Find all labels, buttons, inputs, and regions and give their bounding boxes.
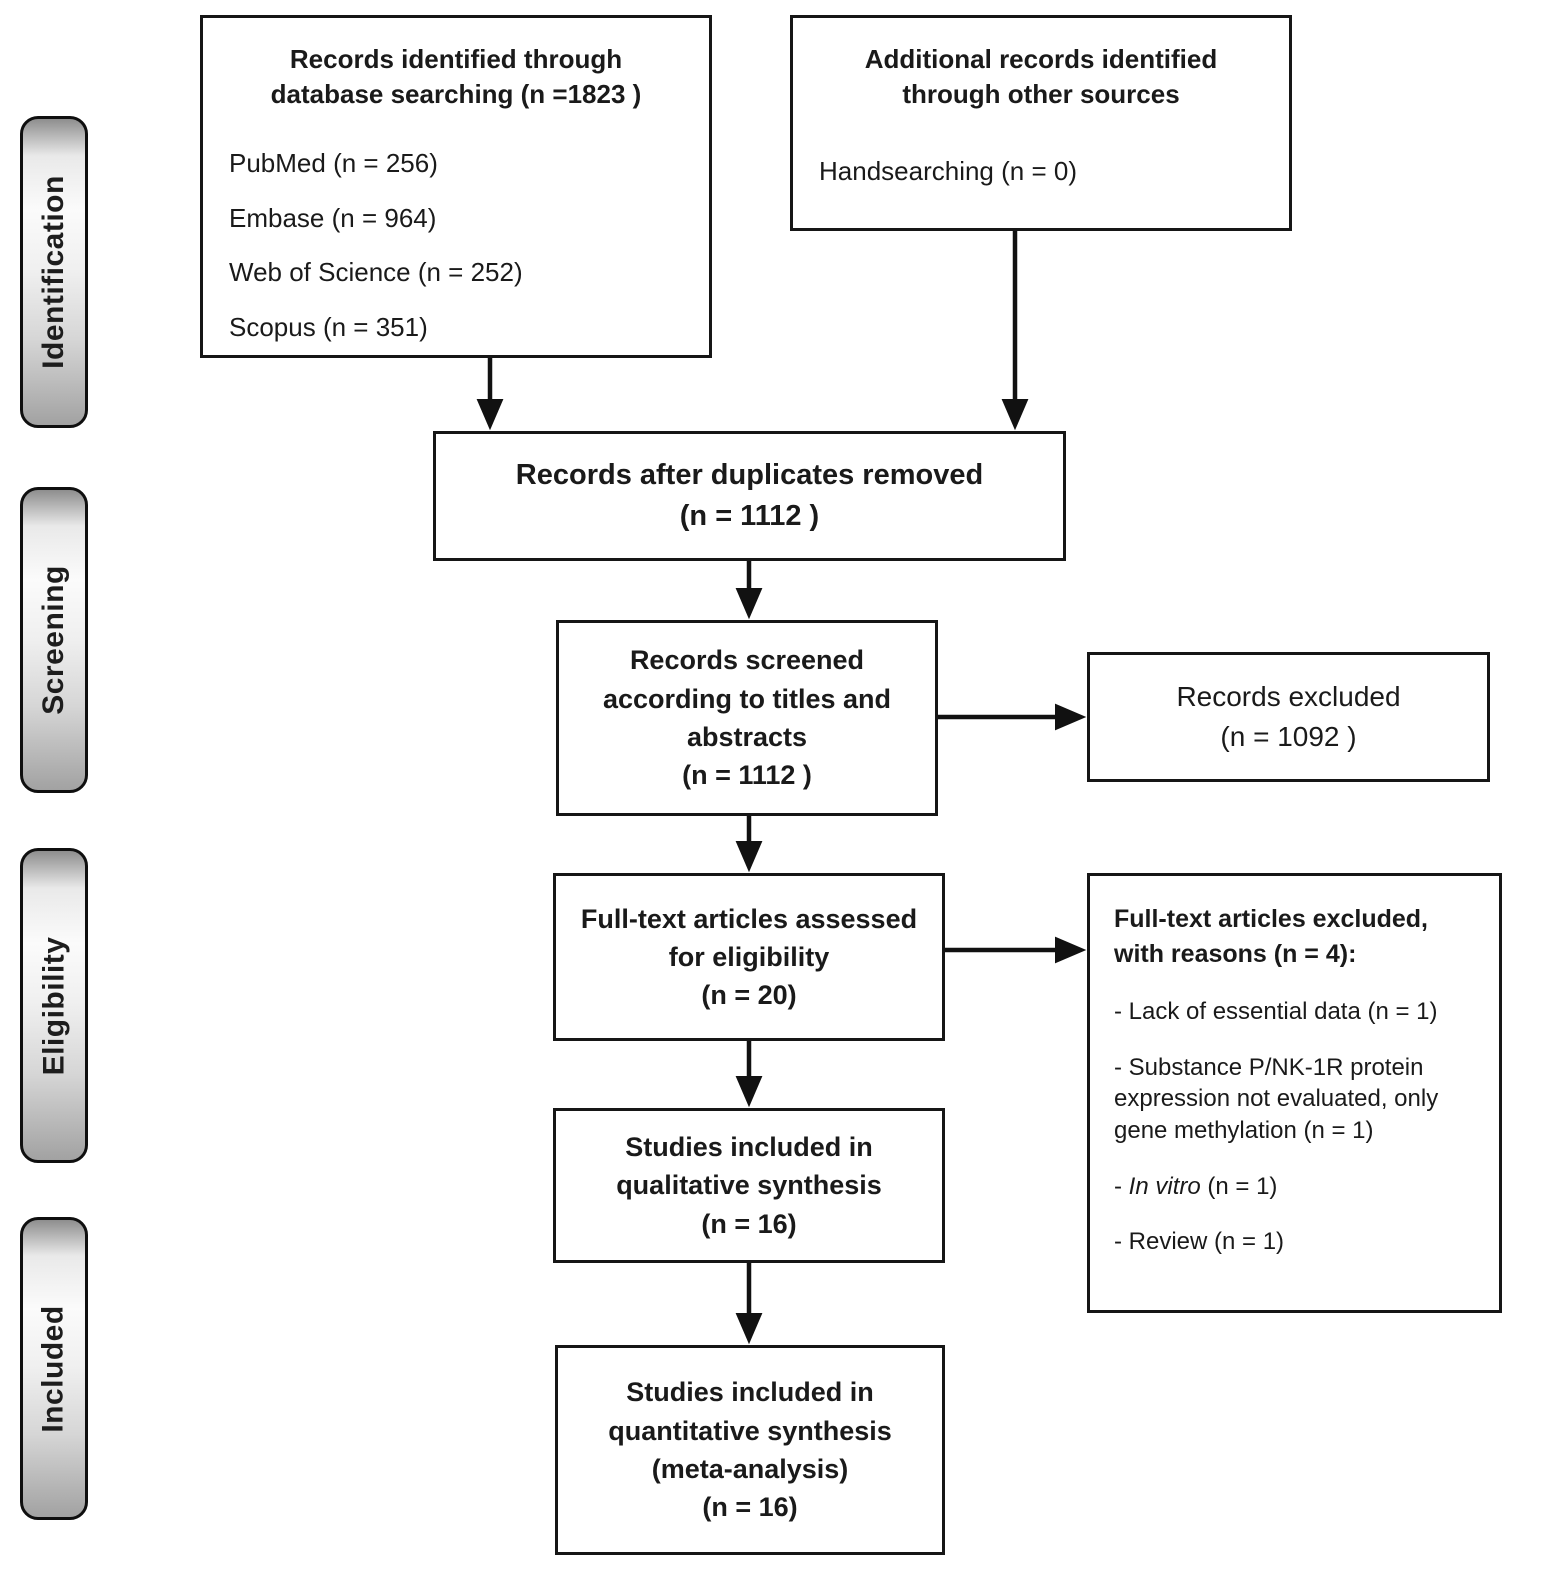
stage-label-screening: Screening [20,487,88,793]
box-text-line: (n = 1112 ) [679,500,820,532]
box-text-line: Studies included in [626,1377,874,1408]
box-text-line: Records after duplicates removed [515,458,984,491]
box-text-line: for eligibility [668,941,830,972]
box-text-line: Studies included in [625,1132,873,1162]
box-text-line: (n = 20) [701,980,797,1011]
box-title: Additional records identified through ot… [793,18,1289,112]
stage-label-included: Included [20,1217,88,1520]
box-text-line: abstracts [686,722,808,752]
box-title-line: through other sources [902,79,1180,110]
stage-label-text: Eligibility [37,936,71,1075]
exclusion-reason: - Review (n = 1) [1114,1228,1285,1256]
box-records-screened: Records screened according to titles and… [556,620,938,816]
box-qualitative-synthesis: Studies included in qualitative synthesi… [553,1108,945,1263]
box-quantitative-synthesis: Studies included in quantitative synthes… [555,1345,945,1555]
box-text-line: Records excluded [1176,681,1401,713]
box-text-line: quantitative synthesis [608,1415,892,1446]
box-text-line: (n = 16) [702,1492,798,1523]
box-text-line: qualitative synthesis [616,1170,882,1201]
box-text-line: (meta-analysis) [651,1454,849,1484]
stage-label-text: Screening [37,565,70,715]
box-title-line: Additional records identified [864,44,1218,74]
handsearching-line: Handsearching (n = 0) [819,156,1077,187]
box-title: Records identified through database sear… [203,18,709,112]
reason-italic-term: In vitro [1128,1172,1201,1200]
box-title-line: Records identified through [289,44,623,74]
box-text-line: (n = 1112 ) [682,760,812,791]
exclusion-reason: - Substance P/NK-1R protein expression n… [1114,1053,1439,1145]
source-list-item: PubMed (n = 256) [229,148,438,179]
box-records-excluded: Records excluded (n = 1092 ) [1087,652,1490,782]
reason-dash: - [1114,1172,1129,1200]
box-fulltext-excluded: Full-text articles excluded, with reason… [1087,873,1502,1313]
source-list-item: Embase (n = 964) [229,202,437,233]
box-records-identified-database: Records identified through database sear… [200,15,712,358]
box-title-line: with reasons (n = 4): [1114,940,1357,968]
box-text-line: (n = 16) [701,1208,797,1239]
source-list-item: Web of Science (n = 252) [229,257,523,288]
box-title-line: Full-text articles excluded, [1114,905,1428,933]
box-duplicates-removed: Records after duplicates removed (n = 11… [433,431,1066,561]
source-list-item: Scopus (n = 351) [229,311,428,342]
box-additional-records: Additional records identified through ot… [790,15,1292,231]
box-title: Full-text articles excluded, with reason… [1114,902,1483,972]
exclusion-reason: - Lack of essential data (n = 1) [1114,998,1438,1025]
stage-label-text: Identification [37,175,71,369]
stage-label-eligibility: Eligibility [20,848,88,1163]
box-title-line: database searching (n =1823 ) [270,79,642,110]
stage-label-identification: Identification [20,116,88,428]
box-text-line: (n = 1092 ) [1220,721,1357,752]
exclusion-reason: - In vitro (n = 1) [1114,1171,1483,1203]
reason-count: (n = 1) [1200,1172,1278,1200]
box-text-line: according to titles and [602,683,892,714]
database-source-list: PubMed (n = 256) Embase (n = 964) Web of… [203,112,709,354]
box-fulltext-assessed: Full-text articles assessed for eligibil… [553,873,945,1041]
stage-label-text: Included [37,1304,70,1433]
box-text-line: Full-text articles assessed [580,903,918,934]
box-text-line: Records screened [629,645,865,676]
